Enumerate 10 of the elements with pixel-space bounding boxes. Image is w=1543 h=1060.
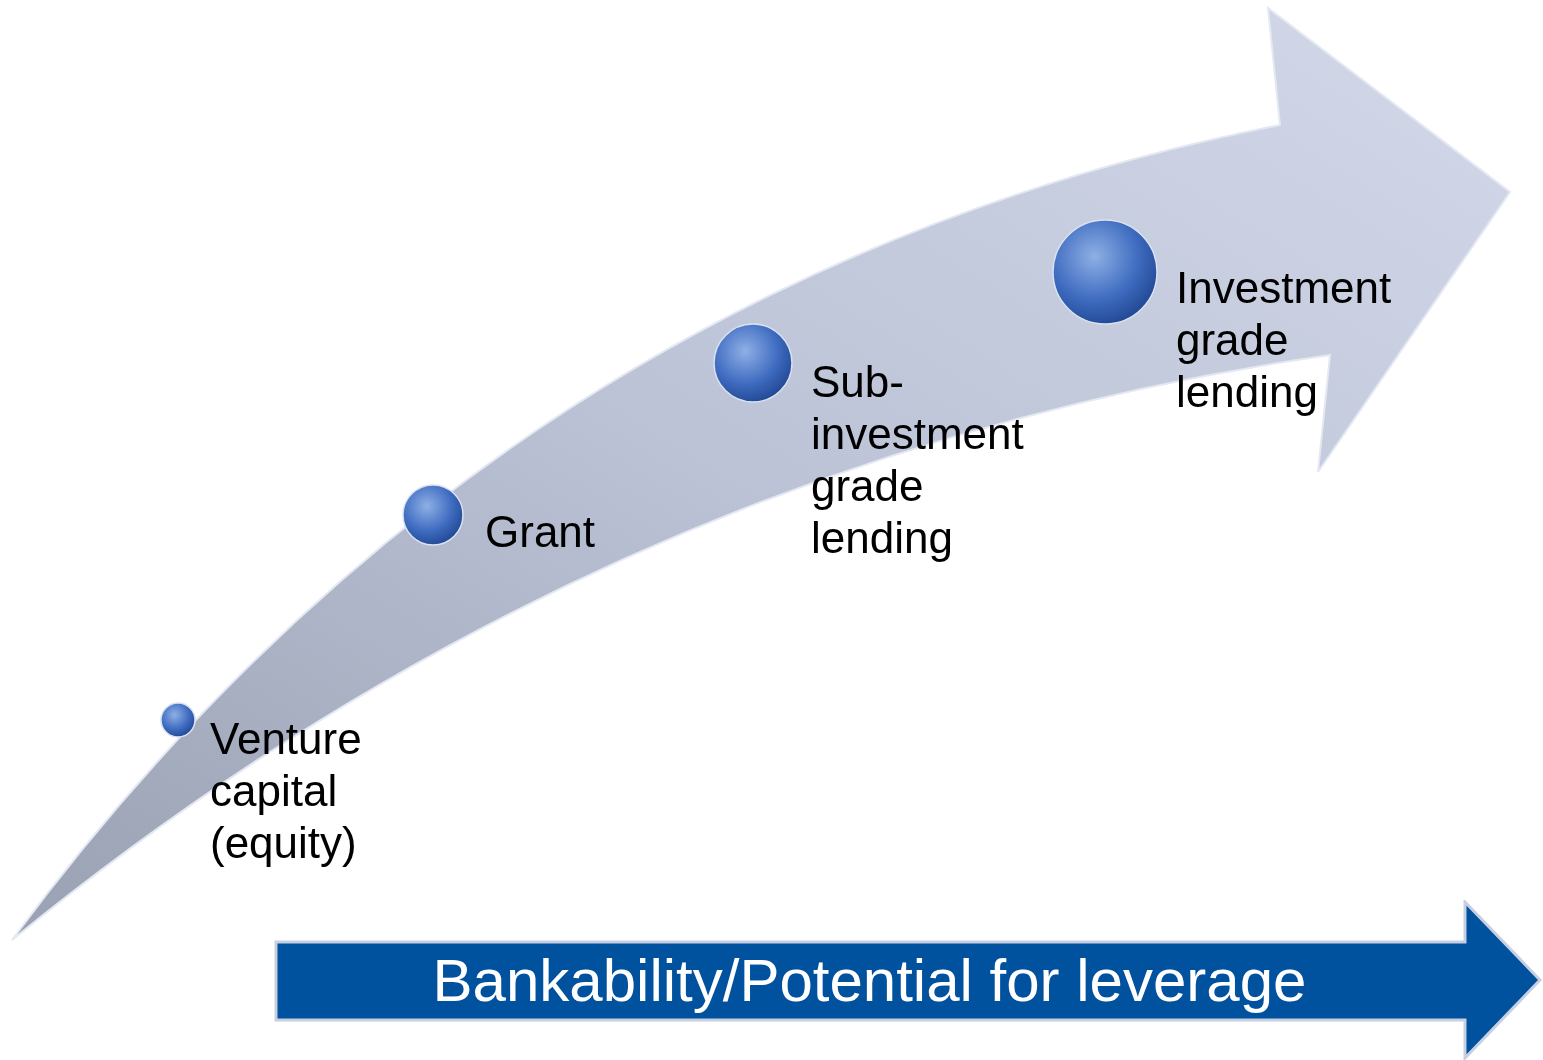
banner-text: Bankability/Potential for leverage	[432, 946, 1307, 1016]
sphere	[160, 702, 196, 738]
stage-label: Venture capital (equity)	[210, 713, 363, 869]
sphere	[713, 323, 793, 403]
stage-label: Sub- investment grade lending	[811, 356, 1025, 564]
sphere	[1052, 219, 1158, 325]
stage-label: Investment grade lending	[1176, 262, 1393, 418]
stage-label: Grant	[485, 506, 597, 558]
sphere	[402, 484, 464, 546]
arrow-banner	[274, 900, 1542, 1060]
